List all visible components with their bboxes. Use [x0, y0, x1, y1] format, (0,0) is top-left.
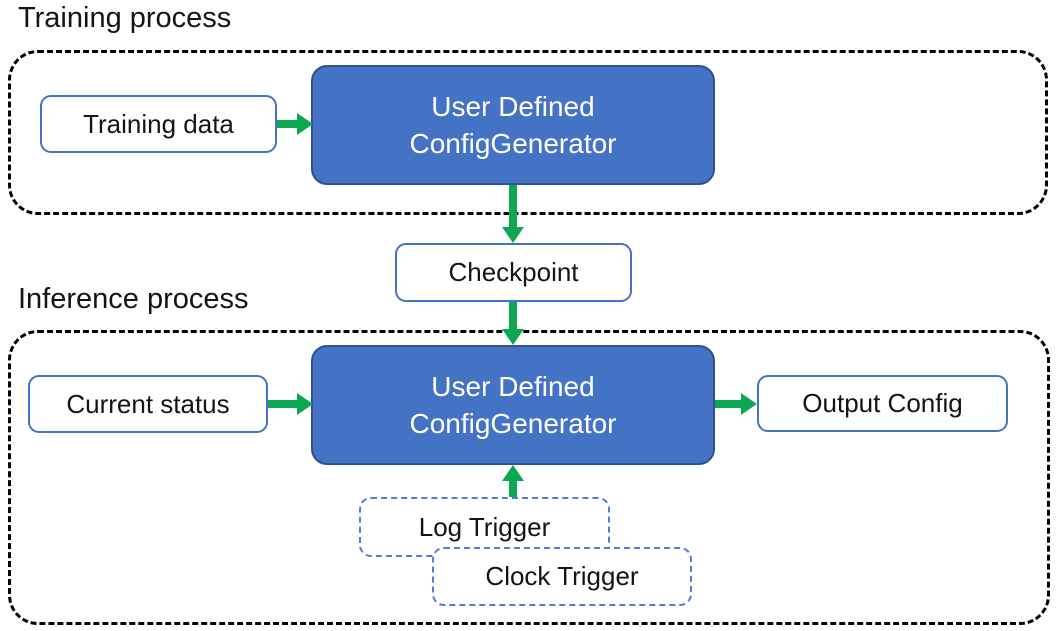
arrow-generator-to-checkpoint: [502, 185, 524, 243]
arrow-stem: [509, 481, 517, 497]
inference-config-generator-box: User Defined ConfigGenerator: [311, 345, 715, 465]
inference-config-generator-line1: User Defined: [431, 371, 595, 402]
arrow-head-right-icon: [741, 393, 757, 415]
arrow-stem: [509, 185, 517, 227]
arrow-head-right-icon: [297, 113, 313, 135]
checkpoint-box: Checkpoint: [395, 243, 632, 302]
arrow-head-right-icon: [297, 393, 313, 415]
output-config-box: Output Config: [757, 375, 1008, 432]
arrow-stem: [277, 120, 297, 128]
current-status-label: Current status: [66, 388, 230, 419]
inference-process-container: [8, 330, 1050, 625]
arrow-stem: [268, 400, 297, 408]
arrow-triggers-to-generator: [502, 465, 524, 497]
checkpoint-label: Checkpoint: [448, 257, 579, 287]
arrow-current-status-to-generator: [268, 393, 313, 415]
training-config-generator-line2: ConfigGenerator: [409, 128, 617, 159]
arrow-stem: [509, 302, 517, 329]
inference-process-title: Inference process: [18, 283, 249, 315]
training-data-box: Training data: [40, 95, 277, 153]
arrow-head-down-icon: [502, 227, 524, 243]
training-data-label: Training data: [83, 108, 234, 139]
training-config-generator-box: User Defined ConfigGenerator: [311, 65, 715, 185]
inference-config-generator-line2: ConfigGenerator: [409, 408, 617, 439]
training-config-generator-line1: User Defined: [431, 91, 595, 122]
arrow-generator-to-output-config: [715, 393, 757, 415]
training-process-container: [8, 50, 1048, 215]
clock-trigger-box: Clock Trigger: [432, 547, 692, 606]
arrow-head-up-icon: [502, 465, 524, 481]
log-trigger-label: Log Trigger: [418, 511, 551, 542]
arrow-stem: [715, 400, 741, 408]
clock-trigger-label: Clock Trigger: [485, 561, 639, 591]
arrow-head-down-icon: [502, 329, 524, 345]
output-config-label: Output Config: [802, 388, 963, 418]
arrow-checkpoint-to-inference-generator: [502, 302, 524, 345]
arrow-training-data-to-generator: [277, 113, 313, 135]
training-process-title: Training process: [18, 2, 232, 34]
current-status-box: Current status: [28, 375, 268, 433]
